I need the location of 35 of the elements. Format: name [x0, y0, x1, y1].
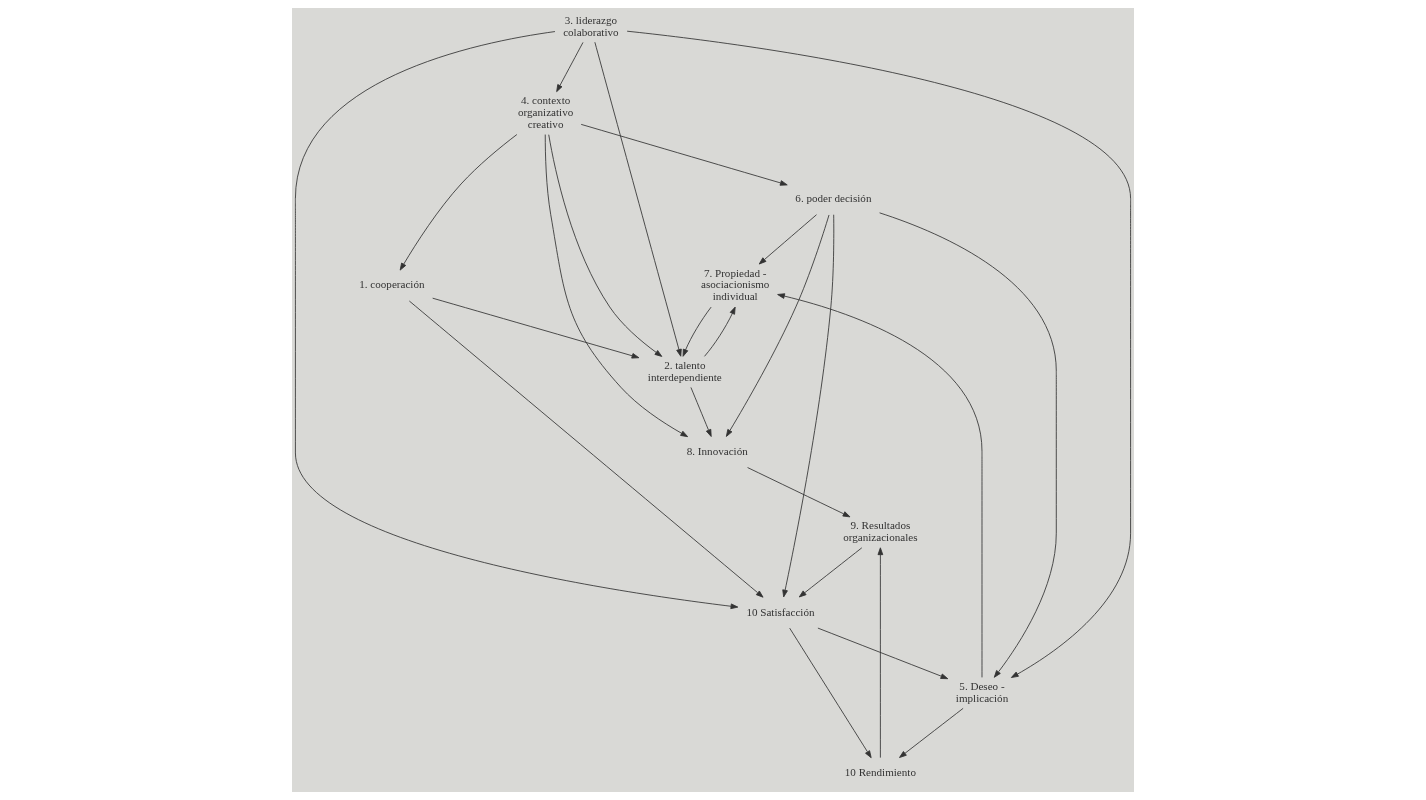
arrow: [544, 134, 689, 438]
arrow: [899, 707, 964, 758]
arrow: [877, 547, 884, 759]
arrow: [758, 214, 817, 265]
arrow: [798, 547, 863, 598]
arrow: [782, 214, 835, 598]
arrow: [690, 387, 712, 437]
node-text: 6. poder decisión: [795, 192, 872, 205]
node-text: 2. talento interdependiente: [647, 358, 722, 383]
arrow: [594, 41, 682, 357]
node-text: 4. contexto organizativo creativo: [518, 94, 574, 130]
arrow: [747, 467, 851, 518]
node-text: 10 Rendimiento: [844, 766, 916, 779]
arrow: [879, 212, 1057, 678]
node-text: 5. Deseo - implicación: [955, 679, 1009, 704]
node-text: 10 Satisfacción: [746, 605, 815, 618]
arrow: [626, 30, 1131, 678]
arrow: [408, 300, 764, 598]
node-text: 1. cooperación: [359, 278, 425, 291]
arrow: [556, 41, 584, 93]
node-text: 3. liderazgo colaborativo: [563, 13, 619, 38]
arrow: [789, 627, 872, 759]
arrow: [777, 293, 983, 678]
arrow: [580, 123, 788, 186]
arrow: [548, 134, 663, 357]
arrow: [704, 306, 736, 357]
arrow: [295, 31, 739, 610]
node-text: 8. Innovación: [686, 444, 748, 457]
arrow: [682, 306, 712, 357]
arrow: [725, 214, 830, 437]
arrow: [399, 134, 518, 271]
arrow: [817, 627, 949, 680]
node-text: 7. Propiedad - asociacionismo individual: [701, 266, 770, 303]
node-text: 9. Resultados organizacionales: [843, 519, 918, 544]
arrow: [432, 297, 640, 359]
